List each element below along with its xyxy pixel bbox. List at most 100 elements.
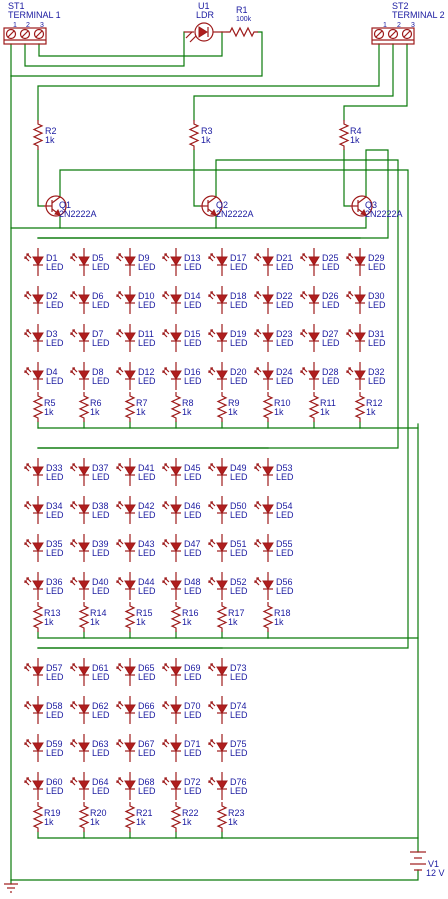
led-arrow <box>208 294 214 300</box>
led-arrow-head <box>208 666 211 669</box>
terminal-slot <box>403 30 411 38</box>
resistor-value-label: 1k <box>44 817 54 827</box>
led-triangle <box>32 580 44 590</box>
led-ref-label: D43 <box>138 539 155 549</box>
led-arrow-head <box>210 577 213 580</box>
led-arrow <box>300 256 306 262</box>
terminal-screw <box>33 28 45 40</box>
led-arrow <box>118 701 124 707</box>
led-arrow <box>210 367 216 373</box>
led-triangle <box>170 704 182 714</box>
led-arrow-head <box>162 580 165 583</box>
resistor-r8 <box>170 392 182 422</box>
led-ref-label: D61 <box>92 663 109 673</box>
r4-ref-label: R4 <box>350 126 362 136</box>
led-arrow-head <box>208 332 211 335</box>
led-value-label: LED <box>46 472 64 482</box>
resistor-r11 <box>308 392 320 422</box>
led-arrow-head <box>210 329 213 332</box>
resistor-ref-label: R18 <box>274 608 291 618</box>
resistor-ref-label: R23 <box>228 808 245 818</box>
led-ref-label: D49 <box>230 463 247 473</box>
led-d33 <box>24 458 44 486</box>
led-arrow <box>208 370 214 376</box>
led-arrow-head <box>210 253 213 256</box>
led-value-label: LED <box>138 748 156 758</box>
q3-ref-label: Q3 <box>365 200 377 210</box>
led-arrow <box>24 466 30 472</box>
resistor-r23 <box>216 802 228 832</box>
terminal-slot <box>389 30 397 38</box>
q2-value-label: 2N2222A <box>216 209 254 219</box>
wire-r1-out <box>10 31 263 77</box>
led-triangle <box>170 542 182 552</box>
led-d9 <box>116 248 136 276</box>
led-d65 <box>116 658 136 686</box>
led-triangle <box>170 466 182 476</box>
resistor-ref-label: R7 <box>136 398 148 408</box>
led-triangle <box>216 580 228 590</box>
led-arrow-head <box>164 577 167 580</box>
led-arrow <box>118 329 124 335</box>
resistor-zigzag <box>78 392 90 422</box>
led-arrow-head <box>162 332 165 335</box>
led-value-label: LED <box>368 262 386 272</box>
led-arrow-head <box>164 367 167 370</box>
led-arrow <box>116 742 122 748</box>
led-value-label: LED <box>184 300 202 310</box>
r3-ref-label: R3 <box>201 126 213 136</box>
led-arrow-head <box>254 370 257 373</box>
led-arrow-head <box>72 329 75 332</box>
led-value-label: LED <box>92 262 110 272</box>
st1-pin1-label: 1 <box>13 22 17 29</box>
led-ref-label: D69 <box>184 663 201 673</box>
led-arrow-head <box>210 463 213 466</box>
led-arrow <box>118 367 124 373</box>
q1-ref-label: Q1 <box>59 200 71 210</box>
led-value-label: LED <box>46 586 64 596</box>
led-ref-label: D76 <box>230 777 247 787</box>
led-triangle <box>216 466 228 476</box>
led-arrow-head <box>162 504 165 507</box>
led-arrow <box>26 291 32 297</box>
led-triangle <box>170 742 182 752</box>
led-value-label: LED <box>138 510 156 520</box>
led-arrow-head <box>348 329 351 332</box>
resistor-ref-label: R11 <box>320 398 336 408</box>
r1-ref-label: R1 <box>236 5 248 15</box>
led-value-label: LED <box>276 262 294 272</box>
led-arrow <box>164 539 170 545</box>
led-triangle <box>124 704 136 714</box>
led-triangle <box>78 742 90 752</box>
led-arrow <box>254 256 260 262</box>
led-d36 <box>24 572 44 600</box>
led-arrow-head <box>26 577 29 580</box>
ldr-arrow <box>189 35 197 43</box>
led-value-label: LED <box>138 472 156 482</box>
resistor-value-label: 1k <box>366 407 376 417</box>
resistor-r10 <box>262 392 274 422</box>
led-arrow <box>254 504 260 510</box>
led-arrow <box>210 777 216 783</box>
led-triangle <box>308 370 320 380</box>
led-d14 <box>162 286 182 314</box>
resistor-r20 <box>78 802 90 832</box>
led-arrow <box>348 291 354 297</box>
led-ref-label: D41 <box>138 463 155 473</box>
led-d10 <box>116 286 136 314</box>
led-arrow <box>208 332 214 338</box>
led-arrow <box>118 577 124 583</box>
led-arrow-head <box>256 329 259 332</box>
led-ref-label: D13 <box>184 253 201 263</box>
led-arrow <box>116 332 122 338</box>
resistor-zigzag <box>338 120 350 150</box>
led-arrow-head <box>118 291 121 294</box>
led-ref-label: D3 <box>46 329 58 339</box>
led-d73 <box>208 658 228 686</box>
led-ref-label: D39 <box>92 539 109 549</box>
resistor-zigzag <box>216 802 228 832</box>
led-arrow <box>256 253 262 259</box>
led-arrow <box>346 256 352 262</box>
led-arrow-head <box>164 501 167 504</box>
led-arrow <box>210 463 216 469</box>
